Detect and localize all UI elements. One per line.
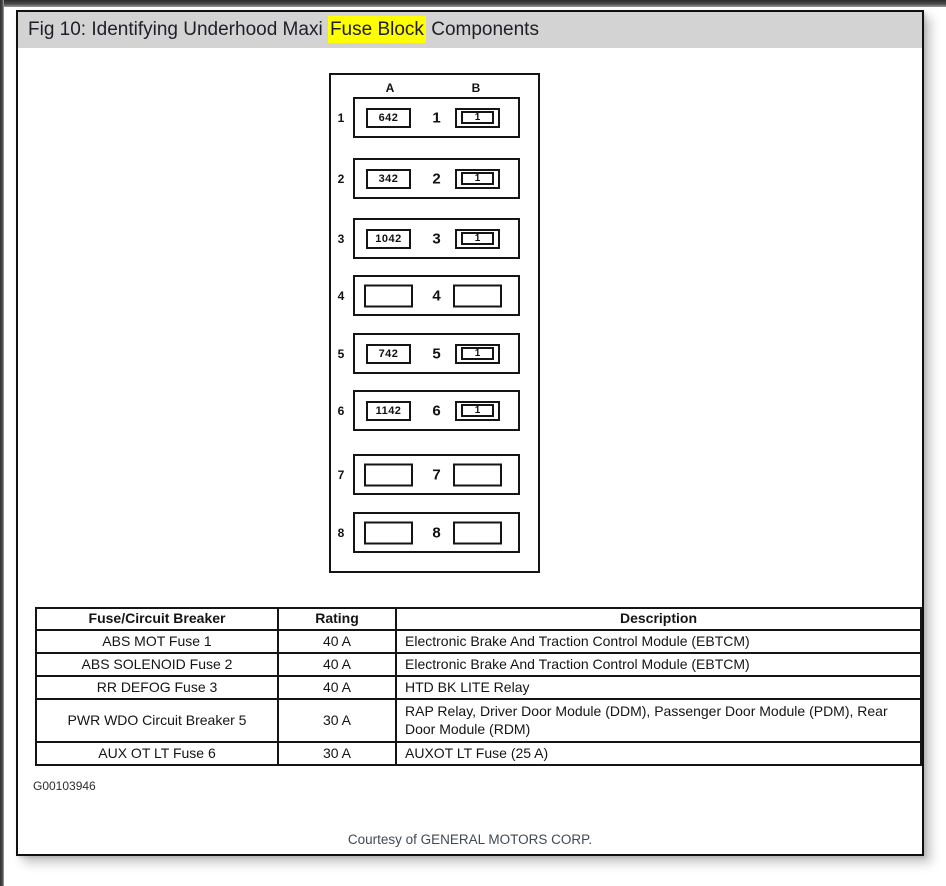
row-label: 7: [337, 467, 345, 482]
figure-id: G00103946: [33, 779, 96, 793]
cell-rating: 40 A: [277, 675, 397, 700]
fuse-slot-b-inner: 1: [461, 172, 494, 185]
row-number: 4: [432, 287, 441, 304]
fuse-slot-a-empty: [364, 284, 413, 307]
fuse-slot-b: 1: [455, 168, 500, 189]
cell-fuse: ABS MOT Fuse 1: [35, 629, 279, 654]
figure-title-bar: Fig 10: Identifying Underhood Maxi Fuse …: [18, 12, 922, 48]
cell-description: AUXOT LT Fuse (25 A): [395, 741, 922, 766]
cell-rating: 30 A: [277, 741, 397, 766]
fuse-row-strip: 8: [353, 512, 520, 553]
row-number: 6: [432, 402, 441, 419]
fuse-row-4: 4 4: [331, 275, 538, 316]
header-rating: Rating: [277, 607, 397, 631]
fuse-slot-a: 642: [366, 107, 411, 128]
fuse-row-strip: 7: [353, 454, 520, 495]
fuse-row-6: 6 1142 6 1: [331, 390, 538, 431]
fuse-row-2: 2 342 2 1: [331, 158, 538, 199]
fuse-slot-b-inner: 1: [461, 404, 494, 417]
fuse-row-strip: 742 5 1: [353, 333, 520, 374]
fuse-row-5: 5 742 5 1: [331, 333, 538, 374]
row-number: 2: [432, 170, 441, 187]
fuse-row-1: 1 642 1 1: [331, 97, 538, 138]
fuse-slot-b: 1: [455, 343, 500, 364]
fuse-slot-b-inner: 1: [461, 232, 494, 245]
credit-line: Courtesy of GENERAL MOTORS CORP.: [347, 832, 593, 847]
fuse-block-diagram: A B 1 642 1 1 2 342 2 1 3: [329, 73, 540, 573]
fuse-row-strip: 4: [353, 275, 520, 316]
cell-fuse: RR DEFOG Fuse 3: [35, 675, 279, 700]
row-label: 2: [337, 171, 345, 186]
fuse-slot-b: 1: [455, 400, 500, 421]
fuse-slot-a: 1142: [366, 400, 411, 421]
header-fuse-circuit-breaker: Fuse/Circuit Breaker: [35, 607, 279, 631]
fuse-row-strip: 1042 3 1: [353, 218, 520, 259]
cell-description: RAP Relay, Driver Door Module (DDM), Pas…: [395, 698, 922, 743]
row-label: 6: [337, 403, 345, 418]
cell-description: HTD BK LITE Relay: [395, 675, 922, 700]
cell-fuse: AUX OT LT Fuse 6: [35, 741, 279, 766]
table-header-row: Fuse/Circuit Breaker Rating Description: [35, 607, 922, 631]
table-row: RR DEFOG Fuse 3 40 A HTD BK LITE Relay: [35, 675, 922, 700]
row-label: 8: [337, 525, 345, 540]
row-label: 5: [337, 346, 345, 361]
row-number: 5: [432, 345, 441, 362]
figure-title-highlight: Fuse Block: [327, 16, 426, 43]
fuse-slot-b-empty: [453, 463, 502, 486]
column-label-b: B: [471, 81, 481, 95]
row-number: 3: [432, 230, 441, 247]
header-description: Description: [395, 607, 922, 631]
fuse-slot-a: 1042: [366, 228, 411, 249]
figure-card: Fig 10: Identifying Underhood Maxi Fuse …: [16, 10, 924, 856]
row-number: 8: [432, 524, 441, 541]
fuse-slot-b-empty: [453, 521, 502, 544]
row-label: 3: [337, 231, 345, 246]
fuse-slot-b-empty: [453, 284, 502, 307]
cell-description: Electronic Brake And Traction Control Mo…: [395, 652, 922, 677]
fuse-slot-a-empty: [364, 521, 413, 544]
fuse-row-7: 7 7: [331, 454, 538, 495]
table-row: ABS MOT Fuse 1 40 A Electronic Brake And…: [35, 629, 922, 654]
cell-fuse: PWR WDO Circuit Breaker 5: [35, 698, 279, 743]
window-top-edge: [0, 0, 946, 7]
figure-title-suffix: Components: [425, 19, 539, 40]
fuse-row-8: 8 8: [331, 512, 538, 553]
fuse-slot-a: 742: [366, 343, 411, 364]
cell-rating: 40 A: [277, 652, 397, 677]
cell-fuse: ABS SOLENOID Fuse 2: [35, 652, 279, 677]
fuse-row-3: 3 1042 3 1: [331, 218, 538, 259]
fuse-slot-b: 1: [455, 107, 500, 128]
fuse-row-strip: 642 1 1: [353, 97, 520, 138]
fuse-row-strip: 342 2 1: [353, 158, 520, 199]
column-label-a: A: [385, 81, 395, 95]
cell-rating: 30 A: [277, 698, 397, 743]
row-number: 7: [432, 466, 441, 483]
window-left-edge: [0, 0, 4, 886]
table-row: ABS SOLENOID Fuse 2 40 A Electronic Brak…: [35, 652, 922, 677]
fuse-row-strip: 1142 6 1: [353, 390, 520, 431]
fuse-slot-b-inner: 1: [461, 111, 494, 124]
table-row: PWR WDO Circuit Breaker 5 30 A RAP Relay…: [35, 698, 922, 743]
row-number: 1: [432, 109, 441, 126]
fuse-slot-b-inner: 1: [461, 347, 494, 360]
fuse-slot-a: 342: [366, 168, 411, 189]
row-label: 1: [337, 110, 345, 125]
fuse-slot-b: 1: [455, 228, 500, 249]
cell-description: Electronic Brake And Traction Control Mo…: [395, 629, 922, 654]
fuse-component-table: Fuse/Circuit Breaker Rating Description …: [35, 607, 922, 766]
figure-title-prefix: Fig 10: Identifying Underhood Maxi: [28, 19, 328, 40]
table-row: AUX OT LT Fuse 6 30 A AUXOT LT Fuse (25 …: [35, 741, 922, 766]
row-label: 4: [337, 288, 345, 303]
fuse-slot-a-empty: [364, 463, 413, 486]
cell-rating: 40 A: [277, 629, 397, 654]
